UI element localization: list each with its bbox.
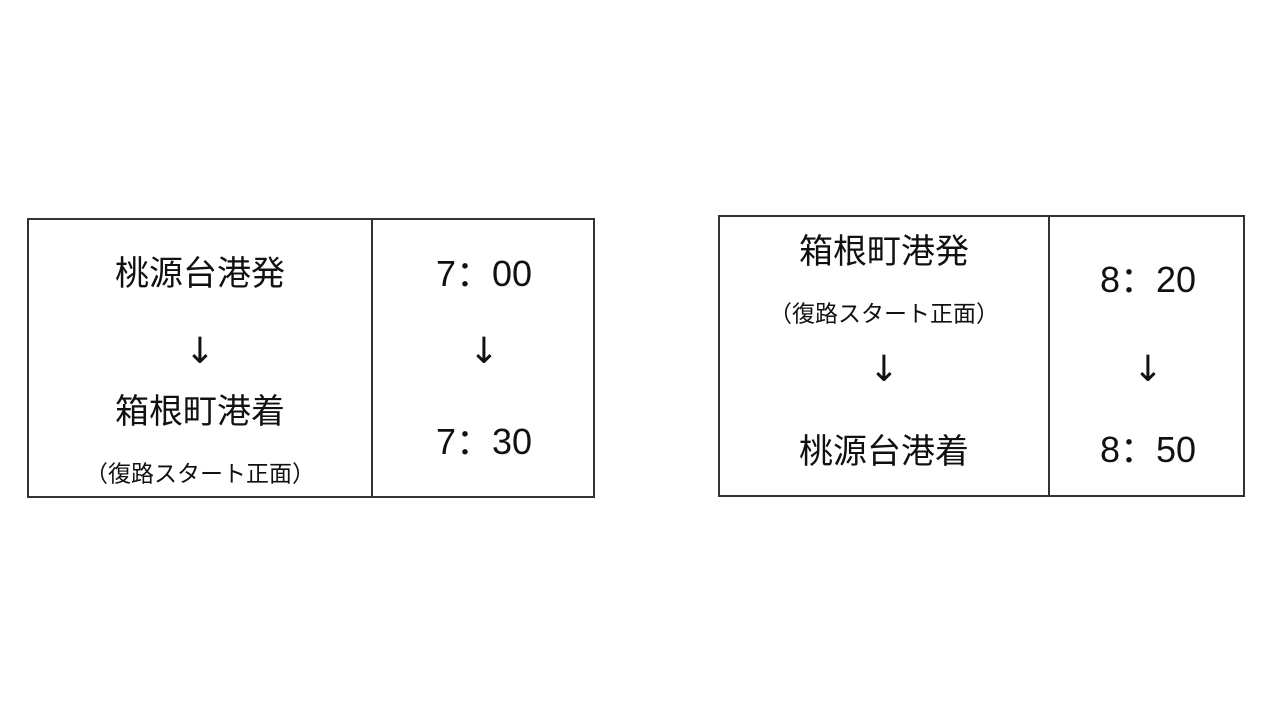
departure-time: 7：00 xyxy=(435,253,533,294)
arrival-time: 7：30 xyxy=(435,421,533,462)
outbound-timetable: 桃源台港発 ↓ 箱根町港着 （復路スタート正面） 7：00 ↓ 7：30 xyxy=(27,218,595,498)
down-arrow-icon: ↓ xyxy=(468,331,500,372)
arrival-note: （復路スタート正面） xyxy=(85,461,315,488)
arrival-port: 箱根町港着 xyxy=(115,392,285,432)
column-divider xyxy=(371,220,373,496)
arrival-port: 桃源台港着 xyxy=(799,432,969,472)
column-divider xyxy=(1048,217,1050,495)
down-arrow-icon: ↓ xyxy=(868,349,900,390)
departure-port: 箱根町港発 xyxy=(799,232,969,272)
return-timetable: 箱根町港発 （復路スタート正面） ↓ 桃源台港着 8：20 ↓ 8：50 xyxy=(718,215,1245,497)
departure-port: 桃源台港発 xyxy=(115,254,285,294)
arrival-time: 8：50 xyxy=(1099,429,1197,470)
down-arrow-icon: ↓ xyxy=(184,331,216,372)
down-arrow-icon: ↓ xyxy=(1132,349,1164,390)
departure-time: 8：20 xyxy=(1099,259,1197,300)
departure-note: （復路スタート正面） xyxy=(769,301,999,328)
